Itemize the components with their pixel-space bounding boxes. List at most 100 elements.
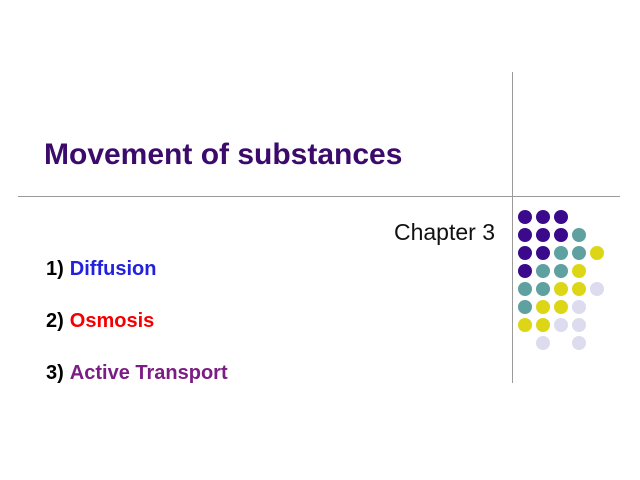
dot-grid-cell: [536, 227, 554, 245]
dot-purple-icon: [536, 246, 550, 260]
dot-empty-icon: [572, 210, 586, 224]
dot-grid-row: [518, 335, 608, 353]
dot-empty-icon: [518, 336, 532, 350]
dot-grid-row: [518, 299, 608, 317]
dot-grid-row: [518, 263, 608, 281]
dot-grid-row: [518, 317, 608, 335]
dot-grid-row: [518, 209, 608, 227]
list-item: 2)Osmosis: [46, 308, 496, 335]
dot-grid-cell: [572, 209, 590, 227]
dot-teal-icon: [554, 246, 568, 260]
dot-grid-cell: [572, 227, 590, 245]
dot-purple-icon: [554, 228, 568, 242]
dot-lavender-icon: [554, 318, 568, 332]
dot-teal-icon: [572, 228, 586, 242]
dot-purple-icon: [518, 246, 532, 260]
dot-grid-cell: [554, 299, 572, 317]
dot-grid-cell: [536, 299, 554, 317]
dot-grid-cell: [518, 281, 536, 299]
dot-grid-cell: [590, 209, 608, 227]
decorative-dot-grid: [518, 209, 608, 353]
dot-grid-cell: [536, 245, 554, 263]
dot-grid-cell: [518, 209, 536, 227]
dot-grid-cell: [572, 263, 590, 281]
dot-empty-icon: [590, 318, 604, 332]
list-item-number: 2): [46, 310, 64, 332]
dot-grid-cell: [536, 209, 554, 227]
list-item-label: Active Transport: [69, 362, 228, 384]
dot-empty-icon: [590, 228, 604, 242]
dot-yellow-icon: [554, 282, 568, 296]
dot-grid-row: [518, 245, 608, 263]
list-item-label: Diffusion: [69, 258, 157, 280]
dot-yellow-icon: [536, 318, 550, 332]
dot-empty-icon: [590, 210, 604, 224]
dot-grid-cell: [518, 299, 536, 317]
dot-empty-icon: [590, 300, 604, 314]
dot-lavender-icon: [572, 318, 586, 332]
dot-grid-cell: [518, 263, 536, 281]
list-item: 3)Active Transport: [46, 360, 496, 387]
dot-grid-cell: [536, 335, 554, 353]
dot-grid-cell: [590, 263, 608, 281]
dot-yellow-icon: [554, 300, 568, 314]
dot-empty-icon: [590, 336, 604, 350]
dot-grid-row: [518, 227, 608, 245]
dot-empty-icon: [554, 336, 568, 350]
dot-grid-cell: [536, 263, 554, 281]
dot-purple-icon: [518, 264, 532, 278]
dot-grid-cell: [590, 335, 608, 353]
dot-grid-cell: [554, 263, 572, 281]
dot-grid-cell: [590, 317, 608, 335]
dot-purple-icon: [518, 228, 532, 242]
dot-grid-cell: [590, 227, 608, 245]
dot-purple-icon: [536, 228, 550, 242]
list-item-number: 1): [46, 258, 64, 280]
dot-grid-cell: [554, 335, 572, 353]
dot-grid-cell: [536, 317, 554, 335]
dot-yellow-icon: [572, 282, 586, 296]
dot-grid-cell: [572, 299, 590, 317]
dot-lavender-icon: [572, 336, 586, 350]
dot-empty-icon: [590, 264, 604, 278]
dot-teal-icon: [554, 264, 568, 278]
dot-grid-row: [518, 281, 608, 299]
dot-grid-cell: [572, 317, 590, 335]
dot-teal-icon: [536, 282, 550, 296]
dot-lavender-icon: [590, 282, 604, 296]
dot-grid-cell: [572, 281, 590, 299]
vertical-divider: [512, 72, 513, 383]
dot-purple-icon: [536, 210, 550, 224]
dot-teal-icon: [518, 300, 532, 314]
dot-grid-cell: [518, 317, 536, 335]
dot-grid-cell: [554, 245, 572, 263]
dot-teal-icon: [572, 246, 586, 260]
dot-teal-icon: [518, 282, 532, 296]
dot-grid-cell: [554, 227, 572, 245]
dot-grid-cell: [590, 245, 608, 263]
horizontal-divider: [18, 196, 620, 197]
dot-yellow-icon: [590, 246, 604, 260]
list-item: 1)Diffusion: [46, 256, 496, 283]
dot-yellow-icon: [572, 264, 586, 278]
dot-grid-cell: [554, 281, 572, 299]
dot-purple-icon: [554, 210, 568, 224]
dot-grid-cell: [518, 245, 536, 263]
dot-grid-cell: [518, 227, 536, 245]
dot-grid-cell: [554, 317, 572, 335]
page-title: Movement of substances: [44, 138, 403, 171]
dot-grid-cell: [590, 299, 608, 317]
dot-lavender-icon: [536, 336, 550, 350]
dot-teal-icon: [536, 264, 550, 278]
dot-yellow-icon: [518, 318, 532, 332]
chapter-label: Chapter 3: [393, 219, 495, 245]
dot-grid-cell: [572, 335, 590, 353]
dot-grid-cell: [590, 281, 608, 299]
dot-purple-icon: [518, 210, 532, 224]
dot-yellow-icon: [536, 300, 550, 314]
list-item-label: Osmosis: [69, 310, 155, 332]
dot-lavender-icon: [572, 300, 586, 314]
dot-grid-cell: [572, 245, 590, 263]
dot-grid-cell: [536, 281, 554, 299]
